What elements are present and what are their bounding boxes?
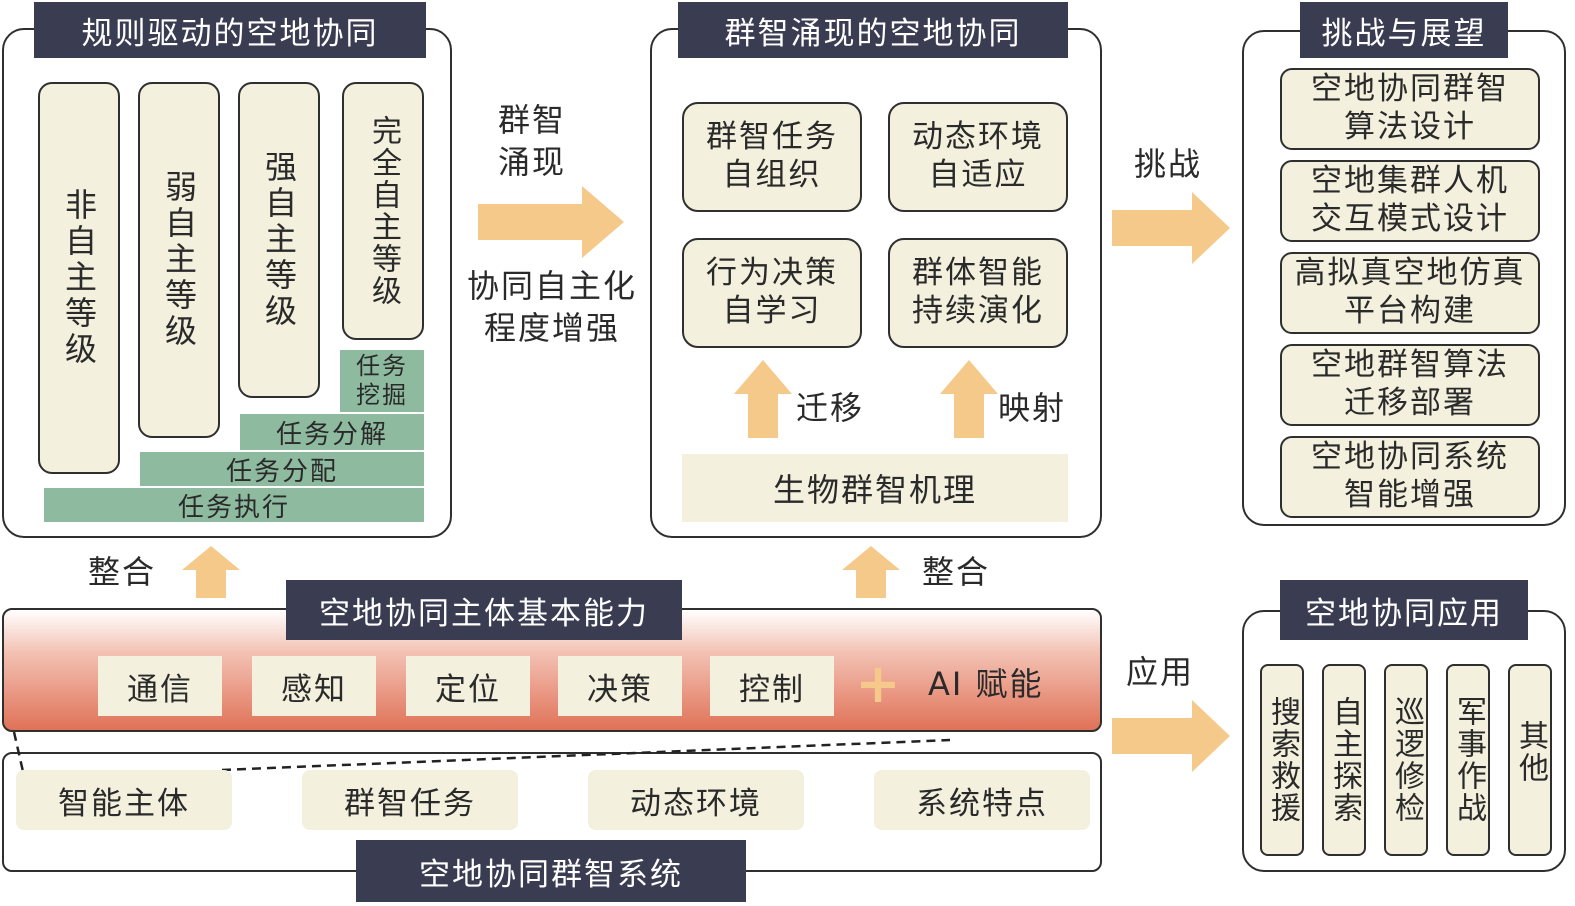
swarm-emergence-title: 群智涌现的空地协同 bbox=[678, 2, 1068, 58]
level-full-autonomous: 完全自主等级 bbox=[342, 82, 424, 340]
feature-dynamic-environment: 动态环境 bbox=[588, 770, 804, 830]
swarm-box-self-organize: 群智任务 自组织 bbox=[682, 102, 862, 212]
app-label: 搜索救援 bbox=[1265, 696, 1300, 824]
arrow-right-icon bbox=[1112, 700, 1230, 772]
challenge-item: 空地协同系统 智能增强 bbox=[1280, 436, 1540, 518]
challenge-title: 挑战与展望 bbox=[1300, 2, 1508, 58]
app-label: 巡逻修检 bbox=[1389, 696, 1424, 824]
level-strong-autonomous: 强自主等级 bbox=[238, 82, 320, 398]
arrow-up-icon bbox=[842, 546, 900, 598]
challenge-item: 空地群智算法 迁移部署 bbox=[1280, 344, 1540, 426]
challenge-item: 空地集群人机 交互模式设计 bbox=[1280, 160, 1540, 242]
app-others: 其他 bbox=[1508, 664, 1552, 856]
level-label: 弱自主等级 bbox=[160, 170, 198, 350]
step-task-decomposition: 任务分解 bbox=[240, 414, 424, 450]
plus-icon: + bbox=[855, 652, 901, 715]
app-patrol-inspection: 巡逻修检 bbox=[1384, 664, 1428, 856]
app-autonomous-exploration: 自主探索 bbox=[1322, 664, 1366, 856]
transfer-label: 迁移 bbox=[796, 389, 865, 427]
mapping-label: 映射 bbox=[998, 389, 1067, 427]
capability-title: 空地协同主体基本能力 bbox=[286, 580, 682, 640]
capability-positioning: 定位 bbox=[406, 656, 530, 716]
arrow-right-icon bbox=[1112, 192, 1230, 264]
arrow-up-icon bbox=[182, 546, 240, 598]
step-label: 任务分解 bbox=[275, 419, 388, 450]
step-task-allocation: 任务分配 bbox=[140, 452, 424, 487]
arrow-up-icon bbox=[734, 360, 792, 438]
application-title: 空地协同应用 bbox=[1280, 580, 1528, 640]
challenge-item: 高拟真空地仿真 平台构建 bbox=[1280, 252, 1540, 334]
system-title: 空地协同群智系统 bbox=[356, 840, 746, 902]
level-label: 完全自主等级 bbox=[366, 115, 401, 307]
arrow1-bottom-label: 协同自主化 程度增强 bbox=[466, 267, 637, 347]
swarm-box-evolve: 群体智能 持续演化 bbox=[888, 238, 1068, 348]
integrate-left-label: 整合 bbox=[88, 553, 157, 591]
arrow3-label: 应用 bbox=[1126, 653, 1195, 691]
app-search-rescue: 搜索救援 bbox=[1260, 664, 1304, 856]
step-label: 任务执行 bbox=[177, 492, 290, 523]
arrow2-label: 挑战 bbox=[1134, 145, 1203, 183]
step-task-execution: 任务执行 bbox=[44, 488, 424, 523]
challenge-item: 空地协同群智 算法设计 bbox=[1280, 68, 1540, 150]
step-label: 任务分配 bbox=[225, 456, 338, 487]
capability-communication: 通信 bbox=[98, 656, 222, 716]
capability-control: 控制 bbox=[710, 656, 834, 716]
arrow1-top-label: 群智 涌现 bbox=[498, 101, 567, 181]
ai-empower-label: AI 赋能 bbox=[928, 665, 1044, 703]
arrow-up-icon bbox=[940, 360, 998, 438]
feature-intelligent-agent: 智能主体 bbox=[16, 770, 232, 830]
swarm-box-self-learn: 行为决策 自学习 bbox=[682, 238, 862, 348]
step-label: 任务挖掘 bbox=[356, 352, 408, 409]
capability-decision: 决策 bbox=[558, 656, 682, 716]
level-non-autonomous: 非自主等级 bbox=[38, 82, 120, 474]
app-label: 其他 bbox=[1513, 720, 1548, 784]
feature-swarm-task: 群智任务 bbox=[302, 770, 518, 830]
level-label: 非自主等级 bbox=[60, 188, 98, 368]
app-label: 自主探索 bbox=[1327, 696, 1362, 824]
app-label: 军事作战 bbox=[1451, 696, 1486, 824]
capability-perception: 感知 bbox=[252, 656, 376, 716]
app-military-operations: 军事作战 bbox=[1446, 664, 1490, 856]
swarm-box-self-adapt: 动态环境 自适应 bbox=[888, 102, 1068, 212]
arrow-right-icon bbox=[478, 186, 624, 258]
feature-system-characteristics: 系统特点 bbox=[874, 770, 1090, 830]
level-label: 强自主等级 bbox=[260, 150, 298, 330]
step-task-mining: 任务挖掘 bbox=[340, 350, 424, 412]
bio-swarm-mechanism: 生物群智机理 bbox=[682, 454, 1068, 522]
level-weak-autonomous: 弱自主等级 bbox=[138, 82, 220, 438]
rule-driven-title: 规则驱动的空地协同 bbox=[34, 2, 426, 58]
integrate-right-label: 整合 bbox=[922, 553, 991, 591]
